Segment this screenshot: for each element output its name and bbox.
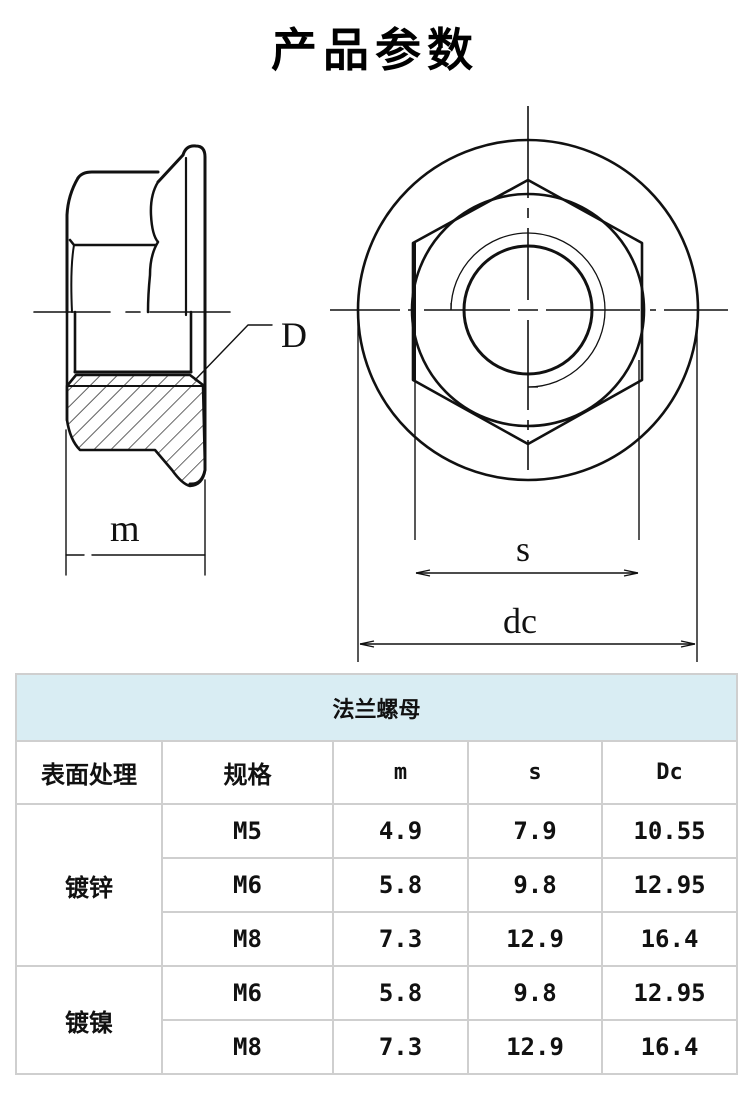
col-header-s: s	[467, 740, 603, 805]
cell-dc: 16.4	[600, 1019, 739, 1075]
cell-m: 7.3	[332, 911, 469, 967]
finish-nickel: 镀镍	[15, 965, 163, 1075]
spec-table: 法兰螺母 表面处理 规格 m s Dc 镀锌 M5 4.9 7.9 10.55 …	[14, 673, 739, 1075]
cell-m: 7.3	[332, 1019, 469, 1075]
table-row: M6 5.8 9.8 12.95	[16, 857, 739, 913]
cell-s: 9.8	[467, 965, 603, 1021]
cell-dc: 12.95	[600, 857, 739, 913]
table-row: M8 7.3 12.9 16.4	[16, 1019, 739, 1075]
technical-drawing: D m	[33, 106, 728, 662]
col-header-m: m	[332, 740, 469, 805]
cell-dc: 10.55	[600, 803, 739, 859]
label-D: D	[281, 315, 307, 355]
cell-m: 5.8	[332, 965, 469, 1021]
cell-s: 9.8	[467, 857, 603, 913]
label-dc: dc	[503, 601, 537, 641]
cell-dc: 16.4	[600, 911, 739, 967]
cell-m: 5.8	[332, 857, 469, 913]
table-caption: 法兰螺母	[14, 673, 739, 742]
table-row: 镀锌 M5 4.9 7.9 10.55	[15, 803, 739, 967]
table-row: 镀镍 M6 5.8 9.8 12.95	[15, 965, 739, 1075]
col-header-dc: Dc	[600, 740, 739, 805]
table-caption-row: 法兰螺母	[14, 673, 739, 742]
cell-size: M8	[161, 911, 334, 967]
cell-m: 4.9	[332, 803, 469, 859]
page-title: 产品参数	[271, 23, 479, 77]
side-view	[33, 144, 273, 576]
table-header-row: 表面处理 规格 m s Dc	[15, 740, 739, 805]
cell-size: M5	[161, 803, 334, 859]
front-view	[330, 106, 728, 662]
label-m: m	[110, 508, 140, 550]
cell-s: 12.9	[467, 1019, 603, 1075]
cell-size: M8	[161, 1019, 334, 1075]
cell-dc: 12.95	[600, 965, 739, 1021]
cell-size: M6	[161, 965, 334, 1021]
col-header-size: 规格	[161, 740, 334, 805]
cell-s: 7.9	[467, 803, 603, 859]
cell-s: 12.9	[467, 911, 603, 967]
table-row: M8 7.3 12.9 16.4	[16, 911, 739, 967]
label-s: s	[516, 529, 530, 569]
finish-zinc: 镀锌	[15, 803, 163, 967]
col-header-finish: 表面处理	[15, 740, 163, 805]
cell-size: M6	[161, 857, 334, 913]
